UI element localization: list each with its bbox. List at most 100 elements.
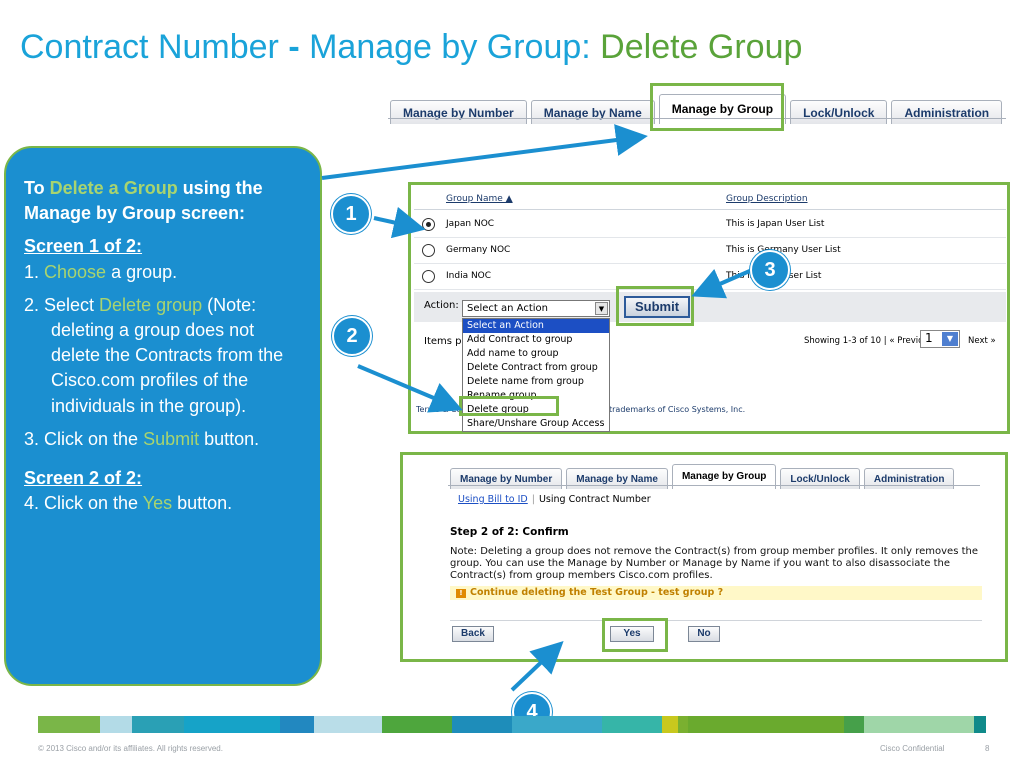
dropdown-option[interactable]: Add name to group	[467, 348, 559, 359]
title-dash: -	[288, 28, 300, 66]
group-radio-india[interactable]	[422, 270, 435, 283]
submit-button[interactable]: Submit	[624, 296, 690, 318]
copyright: © 2013 Cisco and/or its affiliates. All …	[38, 744, 223, 753]
step2-rest: (Note: deleting a group does not delete …	[51, 294, 284, 416]
no-button[interactable]: No	[688, 626, 720, 642]
arrow-to-delete-group	[357, 364, 463, 413]
arrow-to-yes	[510, 640, 564, 692]
step2-num: 2. Select	[24, 294, 100, 315]
confirm-warning-text: Continue deleting the Test Group - test …	[470, 587, 724, 598]
confirm-warning: ! Continue deleting the Test Group - test…	[450, 586, 982, 600]
arrow-to-submit	[691, 268, 753, 299]
page-select-value: 1	[925, 331, 933, 345]
tab-manage-by-name[interactable]: Manage by Name	[566, 468, 668, 489]
action-label: Action:	[424, 300, 459, 311]
page-select[interactable]: 1 ▼	[920, 330, 960, 348]
footer-stripes	[38, 716, 986, 733]
delete-note: Note: Deleting a group does not remove t…	[450, 546, 979, 581]
screen2-block: Screen 2 of 2: 4. Click on the Yes button…	[24, 466, 304, 516]
tab-manage-by-number[interactable]: Manage by Number	[390, 100, 527, 124]
separator: |	[531, 494, 535, 505]
screen2-tab-strip: Manage by Number Manage by Name Manage b…	[450, 464, 958, 489]
pager-status[interactable]: Showing 1-3 of 10 | « Previous	[804, 336, 934, 346]
tab-manage-by-group[interactable]: Manage by Group	[671, 464, 777, 489]
dropdown-option[interactable]: Add Contract to group	[467, 334, 573, 345]
tab-lock-unlock[interactable]: Lock/Unlock	[780, 468, 860, 489]
arrow-to-radio	[373, 206, 426, 239]
step3-highlight: Submit	[143, 428, 200, 449]
instruction-panel: To Delete a Group using the Manage by Gr…	[4, 146, 322, 686]
slide-title: Contract Number - Manage by Group: Delet…	[20, 28, 802, 67]
step4-num: 4. Click on the	[24, 493, 143, 514]
step1-rest: a group.	[106, 261, 178, 282]
tab-divider	[388, 118, 1006, 119]
warning-icon: !	[456, 589, 466, 598]
table-row: Germany NOC This is Germany User List	[414, 238, 1006, 264]
step1-highlight: Choose	[44, 261, 107, 282]
highlight-manage-by-group	[650, 83, 784, 131]
action-select-value: Select an Action	[467, 303, 548, 314]
callout-1: 1	[331, 194, 371, 234]
intro-text: To Delete a Group using the Manage by Gr…	[24, 176, 304, 226]
tab-manage-by-number[interactable]: Manage by Number	[450, 468, 563, 489]
chevron-down-icon: ▼	[942, 332, 958, 346]
callout-3: 3	[750, 250, 790, 290]
step4-highlight: Yes	[142, 493, 173, 514]
dropdown-option[interactable]: Select an Action	[463, 319, 609, 333]
yes-button[interactable]: Yes	[610, 626, 654, 642]
title-part2: Manage by Group:	[299, 28, 601, 66]
group-name: Germany NOC	[446, 245, 511, 255]
tab-lock-unlock[interactable]: Lock/Unlock	[790, 100, 888, 124]
group-description: This is Germany User List	[726, 245, 841, 255]
chevron-down-icon: ▼	[595, 302, 608, 315]
screen1-block: Screen 1 of 2: 1. Choose a group.	[24, 234, 304, 284]
page-number: 8	[985, 744, 990, 753]
step-title: Step 2 of 2: Confirm	[450, 526, 569, 538]
step2-highlight: Delete group	[99, 294, 203, 315]
step2-text: 2. Select Delete group (Note: deleting a…	[24, 293, 304, 419]
dropdown-option[interactable]: Share/Unshare Group Access	[467, 418, 605, 429]
tab-manage-by-group[interactable]: Manage by Group	[658, 94, 787, 124]
tab-manage-by-name[interactable]: Manage by Name	[530, 100, 655, 124]
dropdown-option-delete-group[interactable]: Delete group	[467, 404, 529, 415]
highlight-submit	[616, 286, 694, 326]
step3-text: 3. Click on the Submit button.	[24, 427, 304, 452]
screen2-header: Screen 2 of 2:	[24, 467, 143, 488]
dropdown-option[interactable]: Delete Contract from group	[467, 362, 598, 373]
step3-num: 3. Click on the	[24, 428, 144, 449]
arrow-to-tab	[321, 124, 648, 180]
top-tab-strip: Manage by Number Manage by Name Manage b…	[390, 94, 1006, 124]
tab-administration[interactable]: Administration	[863, 468, 955, 489]
tab-administration[interactable]: Administration	[891, 100, 1003, 124]
screen2-frame	[400, 452, 1008, 662]
divider	[450, 620, 982, 621]
dropdown-option[interactable]: Delete name from group	[467, 376, 584, 387]
group-radio-germany[interactable]	[422, 244, 435, 257]
back-button[interactable]: Back	[452, 626, 494, 642]
intro-to: To	[24, 178, 50, 198]
title-part1: Contract Number	[20, 28, 289, 66]
screen2-panel: Manage by Number Manage by Name Manage b…	[404, 456, 1004, 660]
step1-num: 1.	[24, 261, 45, 282]
col-group-description[interactable]: Group Description	[726, 194, 808, 204]
group-name: Japan NOC	[446, 219, 495, 229]
screen1-header: Screen 1 of 2:	[24, 236, 143, 257]
step4-rest: button.	[172, 493, 233, 514]
group-table-header: Group Name ▲ Group Description	[414, 188, 1006, 210]
using-bill-to-id-link[interactable]: Using Bill to ID	[458, 494, 528, 505]
action-select[interactable]: Select an Action ▼	[462, 300, 610, 317]
trademark-text: trademarks of Cisco Systems, Inc.	[609, 405, 746, 414]
intro-rest: using the Manage by Group screen:	[24, 178, 263, 224]
group-name: India NOC	[446, 271, 492, 281]
next-page-link[interactable]: Next »	[968, 336, 996, 346]
using-contract-number: Using Contract Number	[538, 494, 651, 505]
sub-nav: Using Bill to ID|Using Contract Number	[458, 494, 651, 505]
intro-highlight: Delete a Group	[49, 178, 178, 198]
tab-divider	[448, 485, 980, 486]
group-description: This is Japan User List	[726, 219, 825, 229]
screen1-frame	[408, 182, 1010, 434]
dropdown-option[interactable]: Rename group	[467, 390, 537, 401]
items-per-page-label: Items pe	[424, 336, 468, 347]
col-group-name[interactable]: Group Name ▲	[446, 194, 513, 204]
